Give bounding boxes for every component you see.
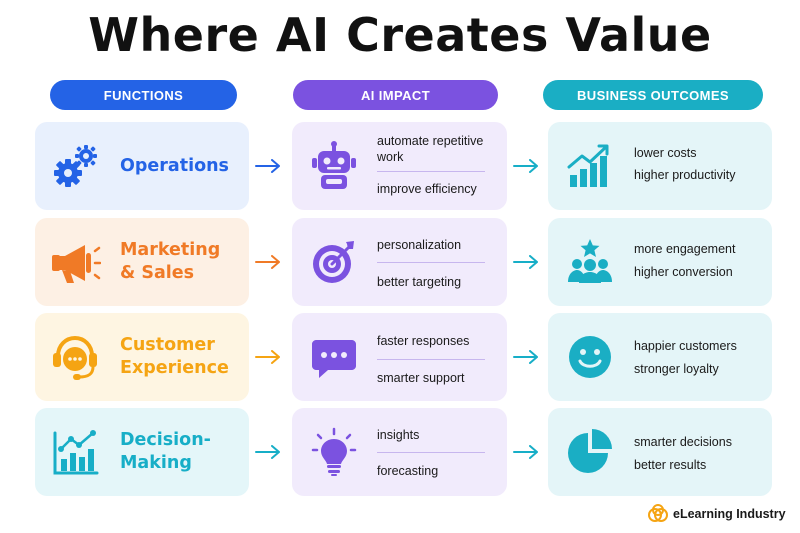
ai-impact-line1: insights: [377, 428, 420, 442]
outcome-line2: higher productivity: [634, 168, 736, 182]
arrow-right-icon: [255, 255, 280, 269]
header-functions: FUNCTIONS: [50, 80, 237, 110]
ai-impact-line1: personalization: [377, 238, 462, 252]
function-line1: Operations: [120, 155, 229, 176]
row-customer-experience: Customer Experience faster responses sma…: [0, 313, 800, 401]
function-line2: & Sales: [120, 263, 195, 283]
outcome-line2: better results: [634, 458, 707, 472]
divider: [377, 171, 485, 172]
row-marketing-sales: Marketing & Sales personalization better…: [0, 218, 800, 306]
function-line1: Customer: [120, 335, 215, 356]
smiley-icon: [569, 336, 611, 378]
divider: [377, 262, 485, 263]
ai-impact-card: personalization better targeting: [292, 218, 507, 306]
function-label: Decision- Making: [120, 408, 211, 496]
function-label: Marketing & Sales: [120, 218, 220, 306]
function-line1: Marketing: [120, 240, 221, 261]
ai-impact-line2: smarter support: [377, 371, 465, 385]
lightbulb-icon: [311, 427, 357, 476]
logo-text: eLearning Industry: [673, 507, 786, 521]
ai-impact-line2: forecasting: [377, 464, 439, 478]
arrow-right-icon: [513, 159, 538, 173]
function-line1: Decision-: [120, 430, 211, 451]
chat-bubble-icon: [312, 340, 356, 378]
outcome-card: smarter decisions better results: [548, 408, 772, 496]
ai-impact-line2: better targeting: [377, 275, 462, 289]
ai-impact-card: faster responses smarter support: [292, 313, 507, 401]
team-star-icon: [568, 239, 612, 283]
function-card: Marketing & Sales: [35, 218, 249, 306]
ai-impact-card: automate repetitive work improve efficie…: [292, 122, 507, 210]
outcome-line1: smarter decisions: [634, 435, 732, 449]
outcome-line1: lower costs: [634, 146, 697, 160]
robot-icon: [312, 141, 356, 189]
outcome-line1: more engagement: [634, 242, 736, 256]
function-line2: Making: [120, 453, 192, 473]
pie-chart-icon: [568, 429, 612, 473]
outcome-line1: happier customers: [634, 339, 737, 353]
page-title: Where AI Creates Value: [88, 8, 712, 62]
growth-chart-icon: [567, 144, 609, 187]
function-card: Customer Experience: [35, 313, 249, 401]
analytics-icon: [53, 430, 99, 475]
function-card: Operations: [35, 122, 249, 210]
function-card: Decision- Making: [35, 408, 249, 496]
elearning-logo-icon: [648, 504, 668, 522]
arrow-right-icon: [513, 445, 538, 459]
outcome-line2: higher conversion: [634, 265, 733, 279]
outcome-card: happier customers stronger loyalty: [548, 313, 772, 401]
header-ai-impact: AI IMPACT: [293, 80, 498, 110]
arrow-right-icon: [513, 255, 538, 269]
header-business-outcomes: BUSINESS OUTCOMES: [543, 80, 763, 110]
divider: [377, 452, 485, 453]
divider: [377, 359, 485, 360]
ai-impact-line1: faster responses: [377, 334, 470, 348]
arrow-right-icon: [255, 350, 280, 364]
arrow-right-icon: [513, 350, 538, 364]
outcome-card: lower costs higher productivity: [548, 122, 772, 210]
function-label: Operations: [120, 122, 229, 210]
ai-impact-card: insights forecasting: [292, 408, 507, 496]
ai-impact-line2: improve efficiency: [377, 182, 477, 196]
ai-impact-line1: automate repetitive work: [377, 134, 484, 165]
outcome-card: more engagement higher conversion: [548, 218, 772, 306]
outcome-line2: stronger loyalty: [634, 362, 719, 376]
arrow-right-icon: [255, 445, 280, 459]
function-label: Customer Experience: [120, 313, 229, 401]
megaphone-icon: [52, 245, 101, 283]
arrow-right-icon: [255, 159, 280, 173]
gears-icon: [54, 145, 97, 187]
brand-logo: eLearning Industry: [647, 504, 786, 524]
headset-icon: [53, 335, 97, 380]
row-operations: Operations automate repetitive work impr…: [0, 122, 800, 210]
target-icon: [313, 241, 354, 283]
row-decision-making: Decision- Making insights forecasting sm…: [0, 408, 800, 496]
function-line2: Experience: [120, 358, 229, 378]
